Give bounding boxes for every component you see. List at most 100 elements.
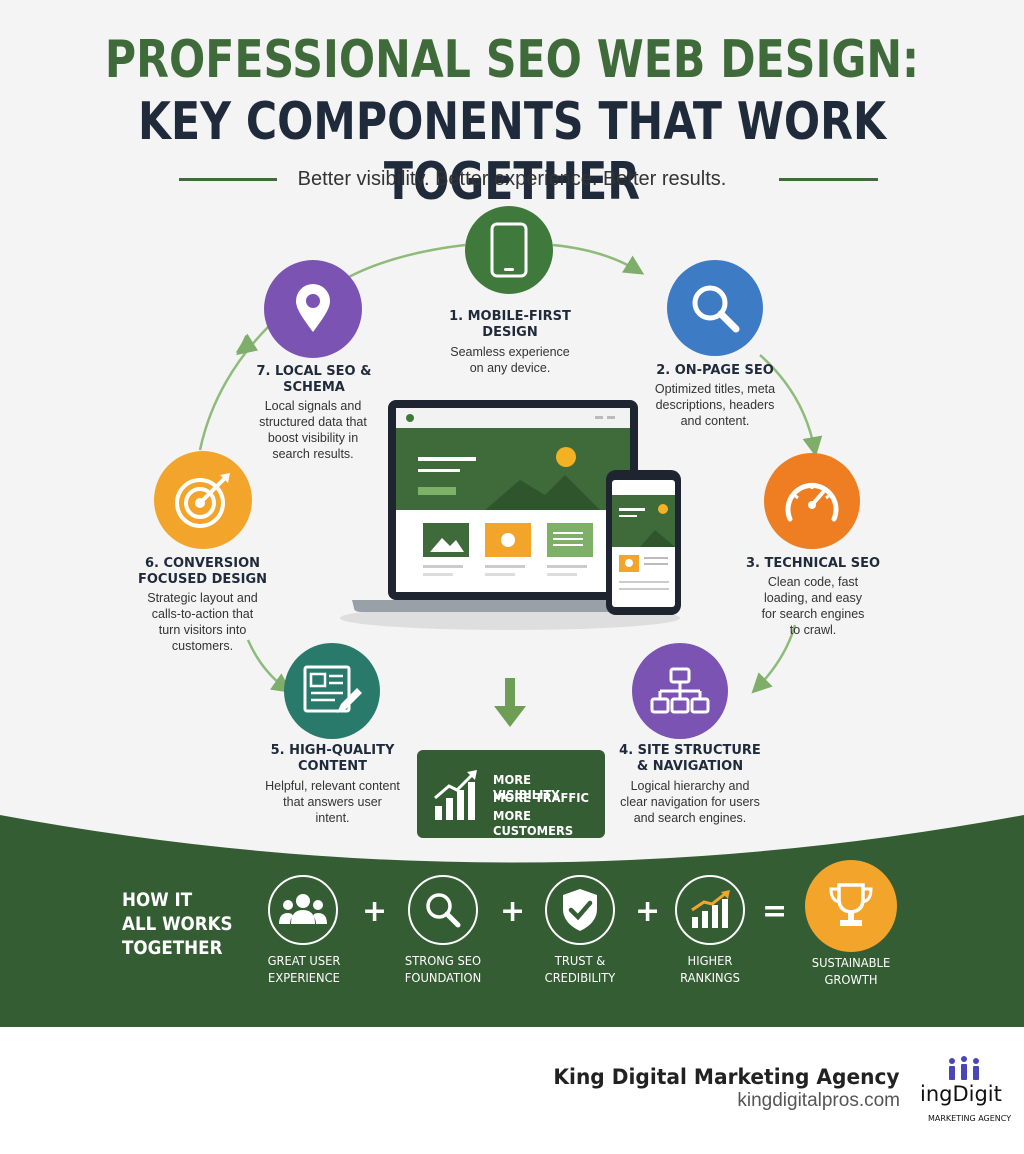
band-label-line: HIGHER bbox=[687, 953, 733, 968]
component-7-desc-line: boost visibility in bbox=[267, 431, 359, 445]
component-3-title: 3. TECHNICAL SEO bbox=[745, 556, 881, 571]
band-label-line: FOUNDATION bbox=[404, 970, 482, 985]
component-7-title-line2: SCHEMA bbox=[283, 380, 345, 395]
component-6-title-line2: FOCUSED DESIGN bbox=[137, 572, 267, 587]
band-label-rankings: HIGHER RANKINGS bbox=[655, 952, 765, 986]
rankings-ring bbox=[675, 875, 745, 945]
bottom-band bbox=[0, 815, 1024, 1027]
how-heading-line: TOGETHER bbox=[122, 937, 223, 959]
component-2-desc-line: descriptions, headers bbox=[655, 398, 775, 412]
user-experience-ring bbox=[268, 875, 338, 945]
devices-illustration bbox=[340, 400, 681, 630]
band-label-growth: SUSTAINABLE GROWTH bbox=[795, 954, 907, 988]
component-1-desc-line: on any device. bbox=[469, 361, 551, 375]
component-6-desc-line: calls-to-action that bbox=[151, 607, 254, 621]
plus-operator: + bbox=[500, 894, 526, 929]
band-label-user-experience: GREAT USER EXPERIENCE bbox=[249, 952, 359, 986]
speedometer-icon bbox=[785, 482, 839, 522]
how-heading-line: HOW IT bbox=[122, 889, 193, 911]
component-3-desc-line: to crawl. bbox=[789, 623, 837, 637]
result-visibility: MORE VISIBILITY bbox=[493, 772, 560, 802]
component-4-desc-line: clear navigation for users bbox=[620, 795, 760, 809]
component-7-desc-line: search results. bbox=[272, 447, 354, 461]
bar-growth-icon bbox=[434, 770, 477, 820]
map-pin-icon bbox=[296, 284, 330, 332]
growth-chart-icon bbox=[691, 890, 730, 928]
band-label-line: GROWTH bbox=[824, 972, 878, 987]
component-5-desc: Helpful, relevant content that answers u… bbox=[250, 778, 415, 826]
component-3-desc-line: loading, and easy bbox=[764, 591, 862, 605]
component-1-badge bbox=[465, 206, 553, 294]
how-heading-line: ALL WORKS bbox=[122, 913, 233, 935]
component-7-badge bbox=[264, 260, 362, 358]
equals-operator: = bbox=[762, 894, 788, 929]
component-4-title-line1: 4. SITE STRUCTURE bbox=[619, 743, 761, 758]
component-4-desc-line: Logical hierarchy and bbox=[630, 779, 750, 793]
component-6-title: 6. CONVERSION FOCUSED DESIGN bbox=[130, 556, 275, 588]
component-6-desc: Strategic layout and calls-to-action tha… bbox=[125, 590, 280, 654]
component-1-desc: Seamless experience on any device. bbox=[430, 344, 590, 376]
plus-operator: + bbox=[635, 894, 661, 929]
component-5-desc-line: intent. bbox=[315, 811, 350, 825]
footer bbox=[0, 1027, 1024, 1154]
component-2-badge bbox=[667, 260, 763, 356]
component-4-badge bbox=[632, 643, 728, 739]
shield-check-icon bbox=[563, 889, 597, 931]
component-7-desc-line: Local signals and bbox=[264, 399, 362, 413]
target-icon bbox=[175, 473, 230, 528]
component-2-desc-line: Optimized titles, meta bbox=[654, 382, 776, 396]
component-2-title: 2. ON-PAGE SEO bbox=[656, 363, 774, 378]
component-6-badge bbox=[154, 451, 252, 549]
component-5-title: 5. HIGH-QUALITY CONTENT bbox=[255, 743, 410, 775]
band-label-line: STRONG SEO bbox=[404, 953, 482, 968]
component-2-desc: Optimized titles, meta descriptions, hea… bbox=[630, 381, 800, 429]
subtitle-rule-left bbox=[179, 178, 277, 181]
crown-logo-icon bbox=[949, 1056, 979, 1080]
logo-wordmark: ingDigit bbox=[920, 1082, 1002, 1106]
component-5-desc-line: Helpful, relevant content bbox=[265, 779, 400, 793]
component-3-desc: Clean code, fast loading, and easy for s… bbox=[738, 574, 888, 638]
component-4-desc: Logical hierarchy and clear navigation f… bbox=[605, 778, 775, 826]
band-label-seo-foundation: STRONG SEO FOUNDATION bbox=[388, 952, 498, 986]
component-3-desc-line: for search engines bbox=[761, 607, 865, 621]
component-1-title: 1. MOBILE-FIRST DESIGN bbox=[430, 309, 590, 341]
band-label-line: RANKINGS bbox=[680, 970, 740, 985]
agency-url[interactable]: kingdigitalpros.com bbox=[737, 1090, 900, 1111]
component-1-title-line1: 1. MOBILE-FIRST bbox=[449, 309, 571, 324]
band-label-trust: TRUST & CREDIBILITY bbox=[525, 952, 635, 986]
band-label-line: GREAT USER bbox=[267, 953, 341, 968]
smartphone-icon bbox=[490, 222, 528, 278]
band-label-line: TRUST & bbox=[554, 953, 606, 968]
component-4-desc-line: and search engines. bbox=[633, 811, 747, 825]
users-icon bbox=[279, 894, 327, 924]
component-4-title: 4. SITE STRUCTURE & NAVIGATION bbox=[610, 743, 770, 775]
component-1-desc-line: Seamless experience bbox=[450, 345, 570, 359]
component-7-title-line1: 7. LOCAL SEO & bbox=[256, 364, 372, 379]
component-7-desc: Local signals and structured data that b… bbox=[238, 398, 388, 462]
search-icon bbox=[426, 893, 461, 928]
result-traffic: MORE TRAFFIC bbox=[493, 790, 589, 805]
component-1-title-line2: DESIGN bbox=[482, 325, 538, 340]
component-6-desc-line: turn visitors into bbox=[158, 623, 247, 637]
magnifier-icon bbox=[692, 285, 740, 333]
component-6-title-line1: 6. CONVERSION bbox=[144, 556, 261, 571]
component-6-desc-line: customers. bbox=[171, 639, 234, 653]
component-4-title-line2: & NAVIGATION bbox=[636, 759, 744, 774]
page-title-line2: KEY COMPONENTS THAT WORK TOGETHER bbox=[137, 92, 887, 212]
component-2-desc-line: and content. bbox=[680, 414, 750, 428]
plus-operator: + bbox=[362, 894, 388, 929]
sitemap-icon bbox=[650, 667, 710, 714]
trust-ring bbox=[545, 875, 615, 945]
band-label-line: CREDIBILITY bbox=[544, 970, 616, 985]
component-5-title-line1: 5. HIGH-QUALITY bbox=[270, 743, 395, 758]
component-3-badge bbox=[764, 453, 860, 549]
band-label-line: EXPERIENCE bbox=[268, 970, 340, 985]
seo-foundation-ring bbox=[408, 875, 478, 945]
component-3-desc-line: Clean code, fast bbox=[767, 575, 859, 589]
result-customers: MORE CUSTOMERS bbox=[493, 808, 574, 838]
component-5-desc-line: that answers user bbox=[283, 795, 382, 809]
results-box: MORE VISIBILITY MORE TRAFFIC MORE CUSTOM… bbox=[417, 750, 605, 838]
subtitle-rule-right bbox=[779, 178, 878, 181]
